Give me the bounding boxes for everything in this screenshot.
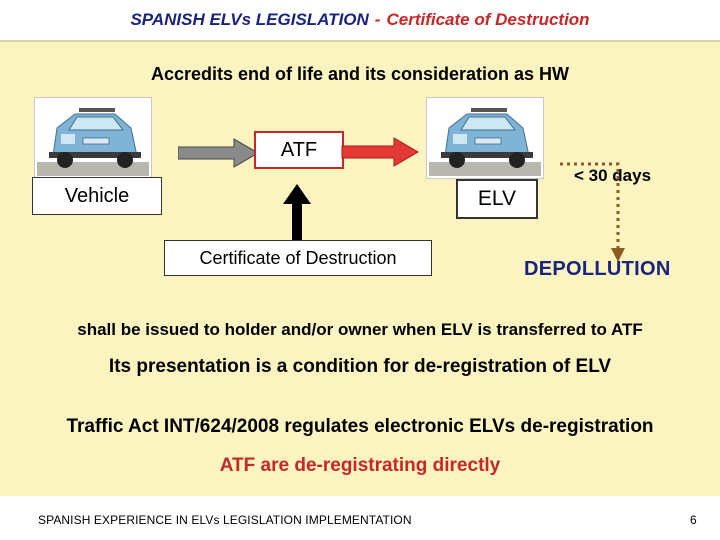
page-number: 6 bbox=[690, 513, 697, 527]
slide-title: SPANISH ELVs LEGISLATION-Certificate of … bbox=[0, 10, 720, 30]
red-right-arrow-icon bbox=[341, 137, 419, 167]
car-icon bbox=[427, 98, 543, 178]
dotted-down-arrow-icon bbox=[560, 162, 625, 262]
text-line-2: Its presentation is a condition for de-r… bbox=[108, 356, 612, 377]
slide-subtitle: Accredits end of life and its considerat… bbox=[150, 64, 570, 84]
text-line-3: Traffic Act INT/624/2008 regulates elect… bbox=[66, 416, 654, 437]
gray-right-arrow-icon bbox=[178, 138, 259, 168]
slide-footer bbox=[0, 496, 720, 540]
text-line-4: ATF are de-registrating directly bbox=[219, 455, 501, 476]
elv-box: ELV bbox=[456, 179, 538, 219]
title-sub: Certificate of Destruction bbox=[386, 10, 590, 29]
vehicle-box: Vehicle bbox=[32, 177, 162, 215]
title-separator: - bbox=[374, 10, 381, 29]
slide-header bbox=[0, 0, 720, 40]
up-arrow-icon bbox=[283, 184, 311, 242]
depollution-label: DEPOLLUTION bbox=[524, 258, 671, 280]
car-icon bbox=[35, 98, 151, 178]
atf-box: ATF bbox=[254, 131, 344, 169]
text-line-1: shall be issued to holder and/or owner w… bbox=[77, 320, 643, 339]
elv-car-image bbox=[426, 97, 544, 179]
title-main: SPANISH ELVs LEGISLATION bbox=[130, 10, 369, 29]
vehicle-car-image bbox=[34, 97, 152, 179]
certificate-box: Certificate of Destruction bbox=[164, 240, 432, 276]
footer-text: SPANISH EXPERIENCE IN ELVs LEGISLATION I… bbox=[38, 513, 412, 527]
days-label: < 30 days bbox=[574, 166, 652, 185]
header-rule bbox=[0, 40, 720, 42]
